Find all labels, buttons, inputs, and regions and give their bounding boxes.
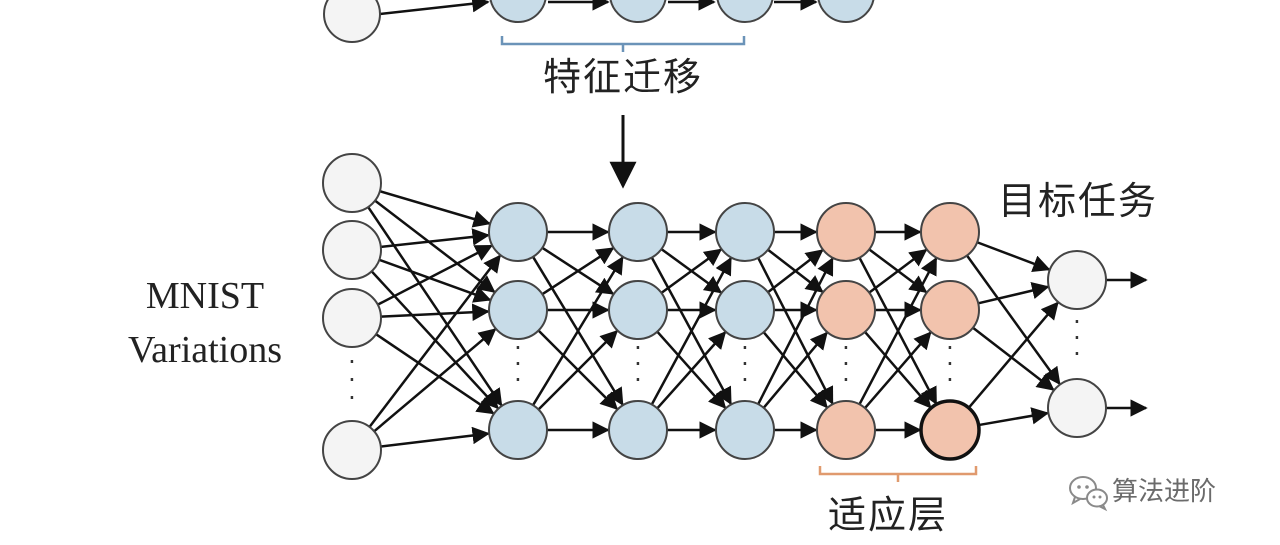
watermark: 算法进阶 [1069,476,1216,512]
ellipsis-dots: · [842,350,850,378]
network-edge [368,254,501,428]
adaptation-node [816,400,876,460]
ellipsis-dots: · [1073,340,1081,368]
hidden-node [715,280,775,340]
source-hidden-node [817,0,875,23]
watermark-text: 算法进阶 [1112,477,1216,507]
network-edge [537,329,619,411]
adaptation-node [816,280,876,340]
ellipsis-dots: · [741,350,749,378]
target-network-nodes [322,153,1107,480]
network-edge [656,331,727,410]
hidden-node [488,280,548,340]
output-node [1047,250,1107,310]
network-edge [864,331,932,409]
feature-transfer-label: 特征迁移 [543,55,703,99]
wechat-icon [1069,476,1108,512]
network-edge [374,199,496,293]
adaptation-layer-bracket [818,466,978,482]
network-edge [650,256,732,406]
ellipsis-dots: · [348,366,356,394]
adaptation-node [919,399,981,461]
input-node [322,153,382,213]
network-edge [977,282,1050,305]
ellipsis-dots: · [741,366,749,394]
ellipsis-dots: · [741,334,749,362]
hidden-node [715,400,775,460]
network-edge [767,249,824,294]
network-edge [379,190,491,228]
network-edge [367,206,503,407]
ellipsis-dots: · [634,334,642,362]
network-edge [660,248,723,294]
target-network-edges [367,190,1148,448]
network-edge [965,254,1061,386]
network-edge [967,301,1059,409]
ellipsis-group: · · · · · · · · · · · · · · · · · · · · … [348,308,1081,412]
feature-transfer-bracket [500,36,746,52]
ellipsis-dots: · [348,384,356,412]
hidden-node [715,202,775,262]
network-edge [762,331,828,409]
ellipsis-dots: · [1073,324,1081,352]
input-node [322,420,382,480]
input-node [322,288,382,348]
network-edge [373,328,497,433]
hidden-node [608,400,668,460]
hidden-node [488,400,548,460]
network-edge [541,247,615,296]
adaptation-node [920,202,980,262]
ellipsis-dots: · [1073,308,1081,336]
network-edge [531,256,624,406]
ellipsis-dots: · [842,366,850,394]
dataset-label-line1: MNIST [146,275,264,317]
adaptation-node [920,280,980,340]
adaptation-node [816,202,876,262]
ellipsis-dots: · [946,334,954,362]
target-task-label: 目标任务 [998,179,1158,223]
network-edge [380,303,490,321]
input-node [322,220,382,280]
network-edge [978,407,1050,427]
network-edge [976,241,1051,273]
network-edge [972,326,1055,391]
adaptation-layer-label: 适应层 [828,493,948,537]
source-network [323,0,875,43]
source-hidden-node [716,0,774,23]
network-edge [858,257,938,405]
ellipsis-dots: · [842,334,850,362]
ellipsis-dots: · [634,350,642,378]
hidden-node [608,202,668,262]
ellipsis-dots: · [514,366,522,394]
network-edge [377,244,493,306]
network-edge [380,228,490,249]
network-edge [380,426,490,448]
network-edge [378,258,492,303]
hidden-node [488,202,548,262]
source-input-node [323,0,381,43]
source-edge [379,0,490,16]
ellipsis-dots: · [514,334,522,362]
ellipsis-dots: · [946,366,954,394]
network-edge [757,257,834,405]
ellipsis-dots: · [946,350,954,378]
network-edge [375,333,495,415]
hidden-node [608,280,668,340]
output-node [1047,378,1107,438]
source-hidden-node [489,0,547,23]
network-edge [868,248,928,294]
ellipsis-dots: · [348,348,356,376]
dataset-label-line2: Variations [128,329,282,371]
ellipsis-dots: · [634,366,642,394]
source-hidden-node [609,0,667,23]
ellipsis-dots: · [514,350,522,378]
